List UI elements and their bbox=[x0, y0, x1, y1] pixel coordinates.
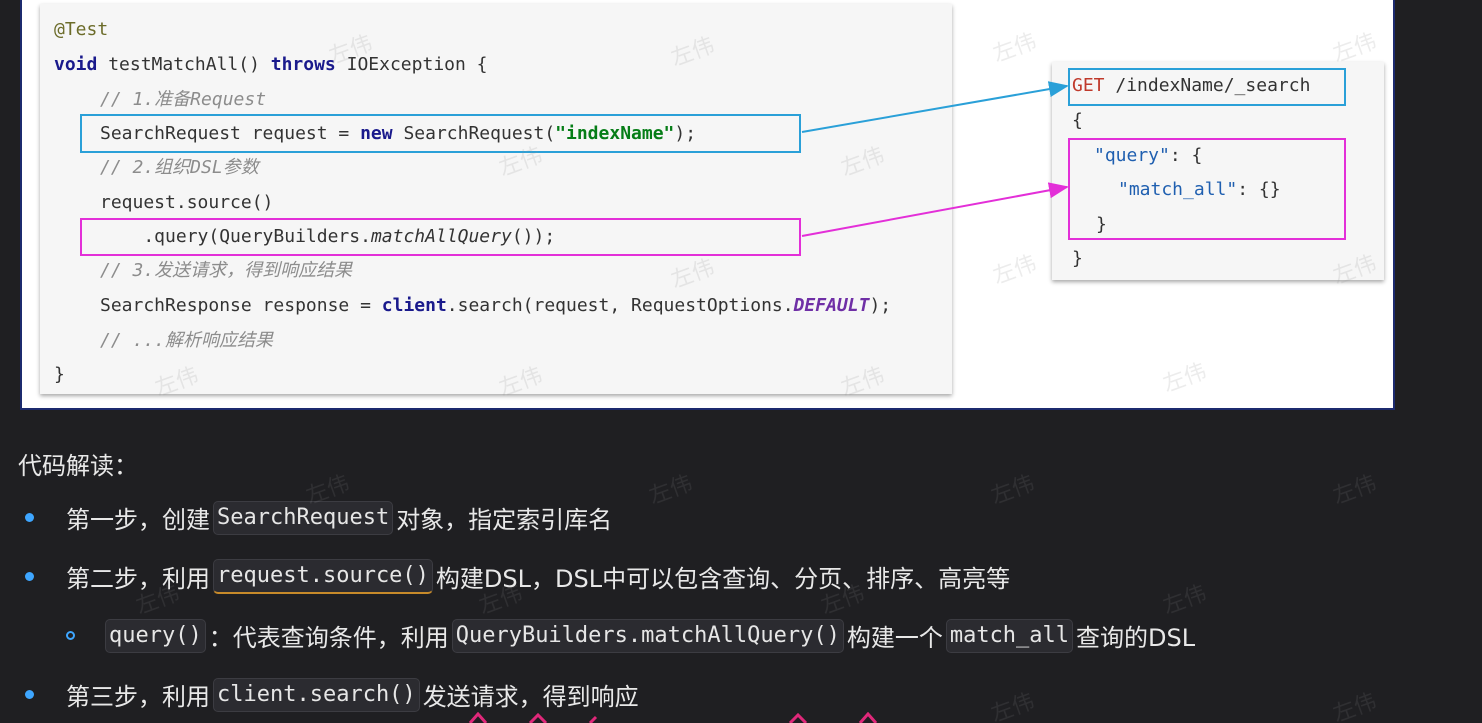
watermark: 左伟 bbox=[989, 29, 1040, 68]
watermark: 左伟 bbox=[1329, 471, 1380, 510]
inline-code-client-search: client.search() bbox=[213, 677, 420, 712]
watermark: 左伟 bbox=[837, 143, 888, 182]
watermark: 左伟 bbox=[667, 255, 718, 294]
sub-text-1: ：代表查询条件，利用 bbox=[208, 624, 449, 652]
code-line-search: SearchResponse response = client.search(… bbox=[100, 295, 892, 316]
step-2-text: 第二步，利用 bbox=[66, 565, 210, 593]
watermark: 左伟 bbox=[495, 363, 546, 402]
watermark: 左伟 bbox=[1159, 359, 1210, 398]
inline-code-match-all: match_all bbox=[945, 618, 1074, 653]
code-line-signature: void testMatchAll() throws IOException { bbox=[54, 54, 488, 75]
code-line-source: request.source() bbox=[100, 192, 274, 213]
inline-code-request-source: request.source() bbox=[213, 559, 433, 594]
watermark: 左伟 bbox=[1329, 689, 1380, 723]
code-line-query: .query(QueryBuilders.matchAllQuery()); bbox=[100, 226, 556, 247]
step-2-text-end: 构建DSL，DSL中可以包含查询、分页、排序、高亮等 bbox=[435, 565, 1011, 593]
watermark: 左伟 bbox=[1159, 581, 1210, 620]
dsl-open-brace: { bbox=[1072, 110, 1083, 131]
notes-heading: 代码解读： bbox=[18, 452, 138, 480]
code-figure: @Test void testMatchAll() throws IOExcep… bbox=[20, 0, 1395, 410]
dsl-inner-close: } bbox=[1096, 214, 1107, 235]
bullet-dot bbox=[25, 690, 34, 699]
dsl-query-line: "query": { bbox=[1094, 145, 1203, 166]
dsl-request-line: GET /indexName/_search bbox=[1072, 75, 1311, 96]
dsl-outer-close: } bbox=[1072, 248, 1083, 269]
watermark: 左伟 bbox=[667, 33, 718, 72]
highlight-box-get bbox=[1068, 68, 1346, 106]
inline-code-searchrequest: SearchRequest bbox=[213, 500, 394, 535]
step-1-text: 第一步，创建 bbox=[66, 506, 210, 534]
highlight-box-dsl-query bbox=[1068, 138, 1346, 240]
code-line-close: } bbox=[54, 364, 65, 385]
watermark: 左伟 bbox=[151, 363, 202, 402]
highlight-box-request bbox=[80, 114, 801, 153]
watermark: 左伟 bbox=[989, 251, 1040, 290]
sub-text-3: 查询的DSL bbox=[1076, 624, 1196, 652]
code-comment-4: // ...解析响应结果 bbox=[100, 330, 274, 351]
sub-bullet-ring bbox=[66, 631, 75, 640]
code-line-annotation: @Test bbox=[54, 19, 109, 40]
inline-code-query: query() bbox=[105, 618, 206, 653]
watermark: 左伟 bbox=[987, 471, 1038, 510]
sub-text-2: 构建一个 bbox=[846, 624, 943, 652]
dsl-match-all-line: "match_all": {} bbox=[1118, 179, 1281, 200]
step-3-text: 第三步，利用 bbox=[66, 683, 210, 711]
decorative-marks bbox=[468, 712, 878, 723]
code-line-request: SearchRequest request = new SearchReques… bbox=[100, 123, 697, 144]
bullet-dot bbox=[25, 513, 34, 522]
watermark: 左伟 bbox=[837, 363, 888, 402]
code-comment-3: // 3.发送请求，得到响应结果 bbox=[100, 260, 353, 281]
watermark: 左伟 bbox=[987, 689, 1038, 723]
dsl-json-card: GET /indexName/_search { "query": { "mat… bbox=[1052, 62, 1384, 280]
step-3-text-end: 发送请求，得到响应 bbox=[422, 683, 639, 711]
highlight-box-query bbox=[80, 218, 801, 256]
inline-code-matchallquery: QueryBuilders.matchAllQuery() bbox=[451, 618, 844, 653]
java-code-card: @Test void testMatchAll() throws IOExcep… bbox=[40, 4, 952, 402]
code-comment-2: // 2.组织DSL参数 bbox=[100, 157, 259, 178]
watermark: 左伟 bbox=[645, 471, 696, 510]
step-1-text-end: 对象，指定索引库名 bbox=[396, 506, 613, 534]
bullet-dot bbox=[25, 572, 34, 581]
code-comment-1: // 1.准备Request bbox=[100, 89, 267, 110]
